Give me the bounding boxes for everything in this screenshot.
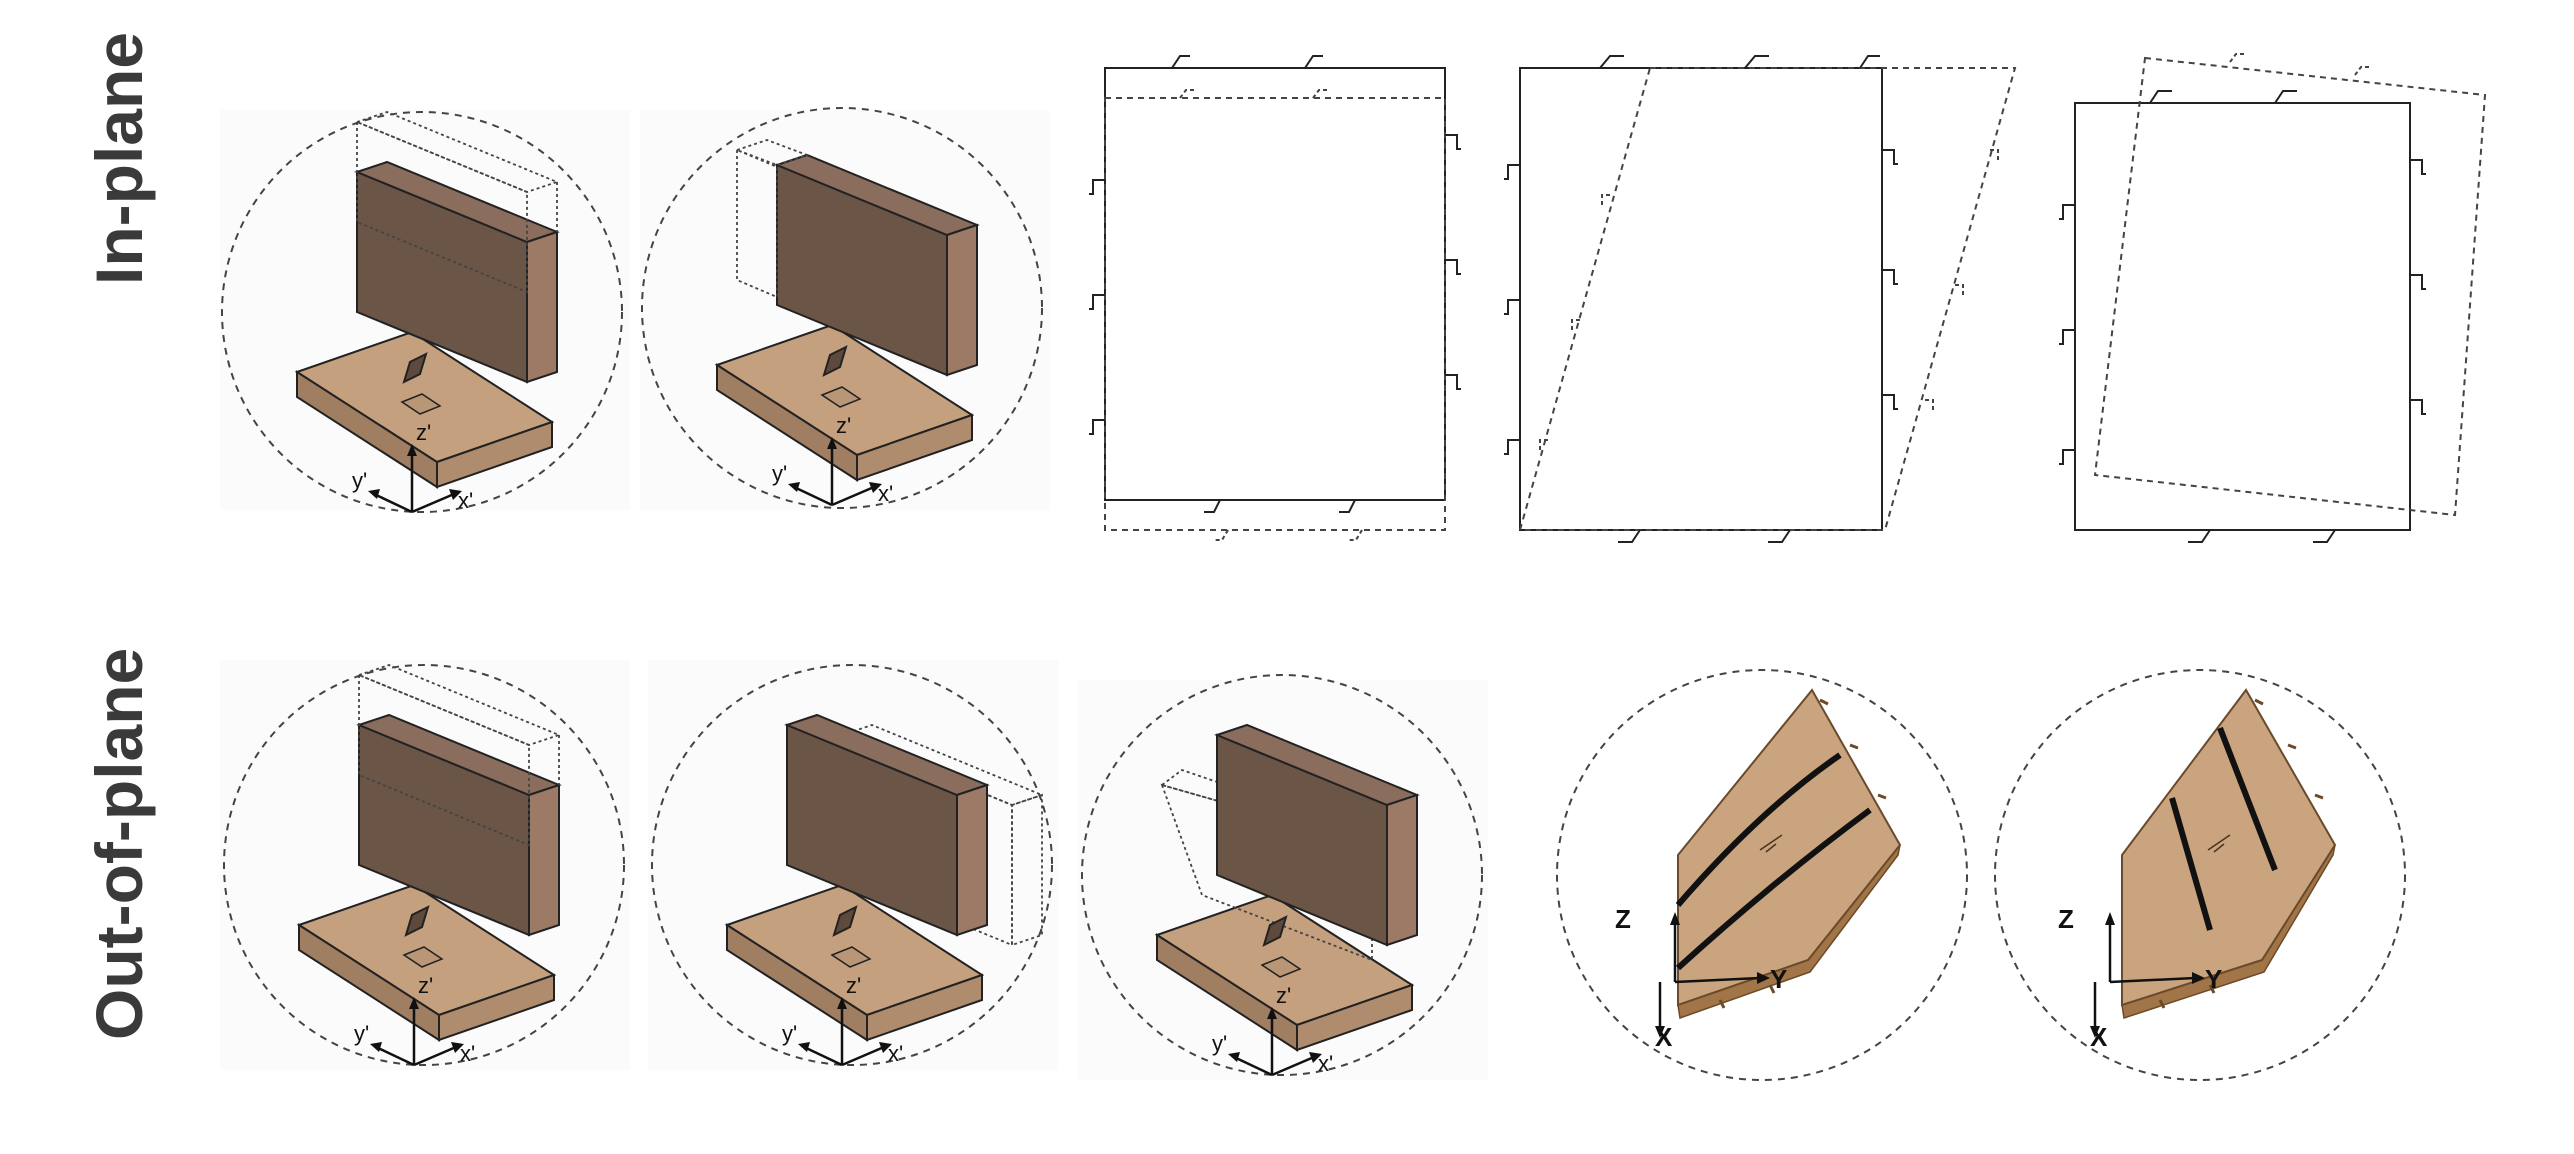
axis-y-label: y'	[354, 1021, 369, 1046]
axis-x-label: x'	[1318, 1051, 1333, 1076]
axis-y-label: y'	[1212, 1031, 1227, 1056]
axis-z-label: z'	[1276, 983, 1291, 1008]
axis-y-label: y'	[782, 1021, 797, 1046]
out-of-plane-mode-vertical: z' y' x'	[220, 660, 630, 1070]
axis-z-label: z'	[836, 413, 851, 438]
global-axis-x-label: X	[2090, 1022, 2108, 1052]
row-label-in-plane: In-plane	[82, 32, 156, 285]
in-plane-mode-vertical: z' y' x'	[220, 110, 630, 513]
in-plane-panel-rotation	[2059, 54, 2485, 542]
axis-x-label: x'	[458, 488, 473, 513]
out-of-plane-label: Out-of-plane	[82, 648, 156, 1040]
out-of-plane-mode-translation: z' y' x'	[648, 660, 1058, 1070]
row-label-out-of-plane: Out-of-plane	[82, 648, 156, 1040]
global-axis-z-label: Z	[2058, 904, 2074, 934]
in-plane-panel-shear	[1504, 56, 2015, 542]
axis-z-label: z'	[416, 420, 431, 445]
out-of-plane-panel-bending-curved: Z Y X	[1557, 670, 1967, 1080]
in-plane-mode-horizontal: z' y' x'	[640, 108, 1050, 510]
axis-x-label: x'	[460, 1041, 475, 1066]
global-axis-z-label: Z	[1615, 904, 1631, 934]
in-plane-panel-compression	[1089, 56, 1461, 540]
axis-y-label: y'	[352, 468, 367, 493]
axis-x-label: x'	[888, 1041, 903, 1066]
axis-z-label: z'	[418, 973, 433, 998]
out-of-plane-mode-rocking: z' y' x'	[1078, 675, 1488, 1080]
global-axis-y-label: Y	[1770, 964, 1787, 994]
axis-z-label: z'	[846, 973, 861, 998]
axis-x-label: x'	[878, 481, 893, 506]
global-axis-y-label: Y	[2205, 964, 2222, 994]
in-plane-label: In-plane	[82, 32, 156, 285]
axis-y-label: y'	[772, 461, 787, 486]
global-axis-x-label: X	[1655, 1022, 1673, 1052]
out-of-plane-panel-bending-diagonal: Z Y X	[1995, 670, 2405, 1080]
